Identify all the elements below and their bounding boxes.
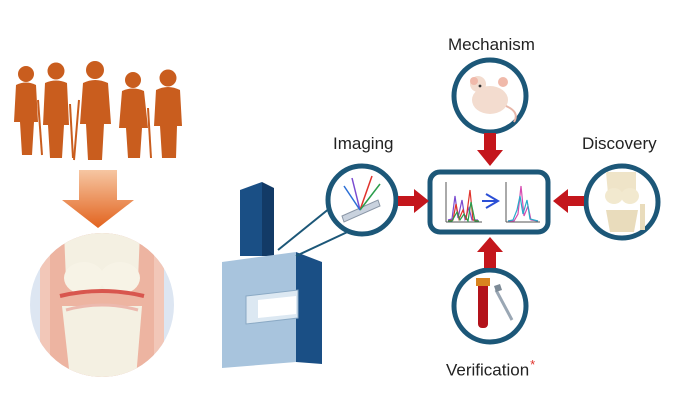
arrow-imaging-to-center (398, 189, 429, 213)
knee-joint-icon (30, 233, 174, 377)
mouse-model-icon (451, 57, 529, 135)
knee-bone-icon (583, 163, 661, 241)
elderly-people-group-icon (14, 61, 182, 161)
verification-asterisk: * (530, 357, 536, 372)
person-figure (43, 62, 74, 159)
label-verification-wrap: Verification* (446, 357, 535, 381)
label-discovery: Discovery (582, 134, 657, 153)
person-figure (14, 66, 43, 156)
arrow-discovery-to-center (553, 189, 584, 213)
arrow-mechanism-to-center (477, 133, 503, 166)
spectral-plot-icon (427, 169, 551, 235)
arrow-verification-to-center (477, 237, 503, 268)
raman-probe-icon (325, 163, 399, 237)
callout-line (277, 207, 331, 251)
person-figure (154, 69, 182, 158)
label-mechanism: Mechanism (448, 35, 535, 54)
person-figure (73, 61, 111, 161)
orange-down-arrow (62, 170, 134, 228)
red-arrows (398, 133, 584, 268)
label-verification: Verification (446, 360, 530, 380)
spectrometer-device-icon (222, 182, 322, 368)
person-figure (119, 72, 152, 159)
blood-sample-icon (451, 267, 529, 345)
label-imaging: Imaging (333, 134, 394, 153)
